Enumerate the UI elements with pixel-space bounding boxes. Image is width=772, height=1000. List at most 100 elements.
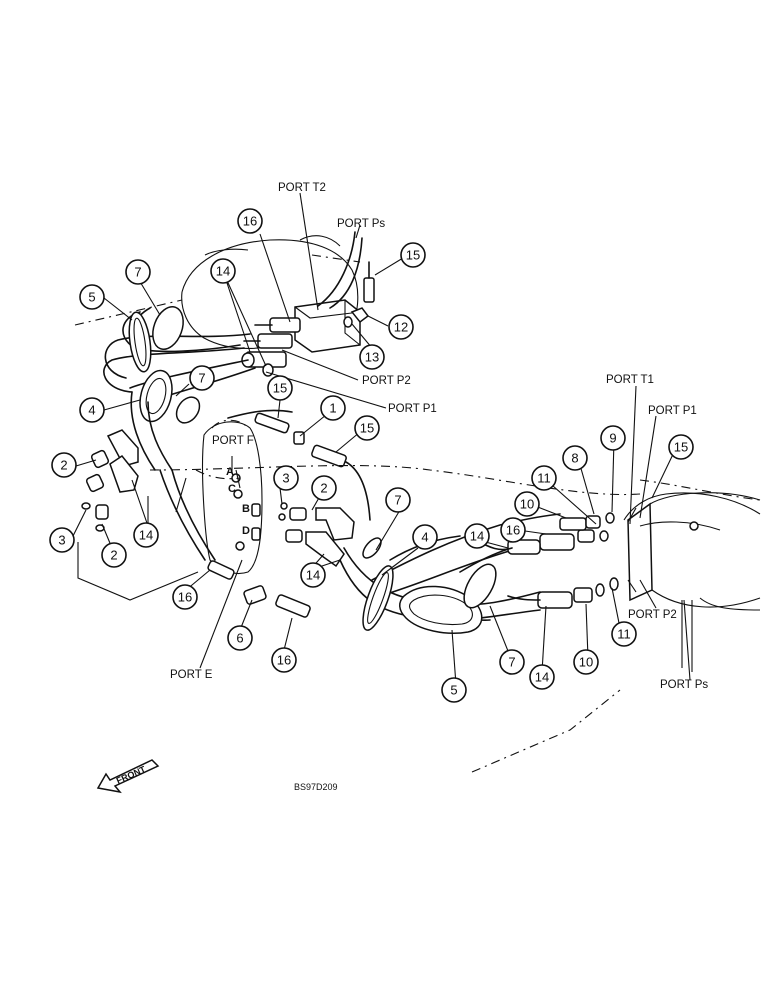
callout-number: 14 [306, 568, 320, 583]
port-p1-top-label: PORT P1 [388, 403, 437, 415]
callout-number: 16 [277, 653, 291, 668]
callout-7: 7 [499, 649, 525, 675]
callout-14: 14 [210, 258, 236, 284]
callout-2: 2 [51, 452, 77, 478]
callout-circle [79, 397, 105, 423]
callout-circle [531, 465, 557, 491]
port-letter-d: D [242, 525, 250, 537]
callout-circle [611, 621, 637, 647]
port-p2-right-label: PORT P2 [628, 609, 677, 621]
callout-number: 15 [273, 381, 287, 396]
callout-circle [273, 465, 299, 491]
callout-16: 16 [172, 584, 198, 610]
callout-number: 2 [60, 458, 67, 473]
callout-number: 2 [320, 481, 327, 496]
callout-circle [267, 375, 293, 401]
port-ps-right-label: PORT Ps [660, 679, 708, 691]
callout-number: 3 [282, 471, 289, 486]
callout-number: 11 [617, 627, 631, 642]
callout-11: 11 [611, 621, 637, 647]
callout-circle [189, 365, 215, 391]
callout-10: 10 [514, 491, 540, 517]
callout-number: 16 [178, 590, 192, 605]
callout-7: 7 [125, 259, 151, 285]
callout-circle [388, 314, 414, 340]
callout-circle [359, 344, 385, 370]
callout-2: 2 [101, 542, 127, 568]
callout-11: 11 [531, 465, 557, 491]
callout-14: 14 [464, 523, 490, 549]
callout-16: 16 [271, 647, 297, 673]
figure-code: BS97D209 [294, 782, 338, 792]
callout-15: 15 [354, 415, 380, 441]
callout-circle [49, 527, 75, 553]
tank-port-letters: A C B D [226, 466, 250, 537]
callout-circle [668, 434, 694, 460]
callout-3: 3 [49, 527, 75, 553]
callout-circle [499, 649, 525, 675]
callout-16: 16 [237, 208, 263, 234]
callout-4: 4 [79, 397, 105, 423]
callout-circle [300, 562, 326, 588]
callout-number: 2 [110, 548, 117, 563]
callout-7: 7 [189, 365, 215, 391]
port-letter-c: C [228, 483, 236, 495]
callout-circle [500, 517, 526, 543]
callout-number: 14 [139, 528, 153, 543]
callout-circle [51, 452, 77, 478]
callout-5: 5 [79, 284, 105, 310]
callout-number: 9 [609, 431, 616, 446]
callout-number: 3 [58, 533, 65, 548]
callout-circle [354, 415, 380, 441]
port-labels: PORT T2 PORT Ps PORT P2 PORT P1 PORT F P… [170, 182, 708, 691]
port-p1-right-label: PORT P1 [648, 405, 697, 417]
port-t2-label: PORT T2 [278, 182, 326, 194]
callout-number: 1 [329, 401, 336, 416]
callout-circle [441, 677, 467, 703]
callout-number: 7 [394, 493, 401, 508]
callout-number: 6 [236, 631, 243, 646]
callout-number: 5 [88, 290, 95, 305]
port-e-label: PORT E [170, 669, 213, 681]
callout-number: 16 [506, 523, 520, 538]
swing-motor-housing [471, 479, 761, 773]
callout-7: 7 [385, 487, 411, 513]
callout-15: 15 [267, 375, 293, 401]
callout-circle [311, 475, 337, 501]
callout-circle [133, 522, 159, 548]
callout-16: 16 [500, 517, 526, 543]
right-fittings [475, 512, 619, 609]
callout-circle [385, 487, 411, 513]
port-p2-top-label: PORT P2 [362, 375, 411, 387]
callout-10: 10 [573, 649, 599, 675]
callout-circle [573, 649, 599, 675]
callout-6: 6 [227, 625, 253, 651]
callout-circle [400, 242, 426, 268]
callout-number: 15 [360, 421, 374, 436]
callout-13: 13 [359, 344, 385, 370]
callout-circle [562, 445, 588, 471]
callout-5: 5 [441, 677, 467, 703]
callout-number: 8 [571, 451, 578, 466]
callout-number: 14 [470, 529, 484, 544]
callout-circle [227, 625, 253, 651]
callout-circle [79, 284, 105, 310]
callout-15: 15 [400, 242, 426, 268]
callout-circle [529, 664, 555, 690]
center-fittings [195, 409, 371, 568]
callout-circle [464, 523, 490, 549]
callout-number: 4 [88, 403, 95, 418]
left-fittings [77, 429, 199, 601]
port-letter-a: A [226, 466, 234, 478]
callout-number: 14 [535, 670, 549, 685]
callout-2: 2 [311, 475, 337, 501]
callout-8: 8 [562, 445, 588, 471]
callout-group: 1222334455677778910101111121314141414141… [49, 208, 694, 703]
callout-number: 10 [520, 497, 534, 512]
upper-valve-housing [74, 235, 361, 349]
callout-12: 12 [388, 314, 414, 340]
callout-circle [271, 647, 297, 673]
callout-number: 7 [508, 655, 515, 670]
